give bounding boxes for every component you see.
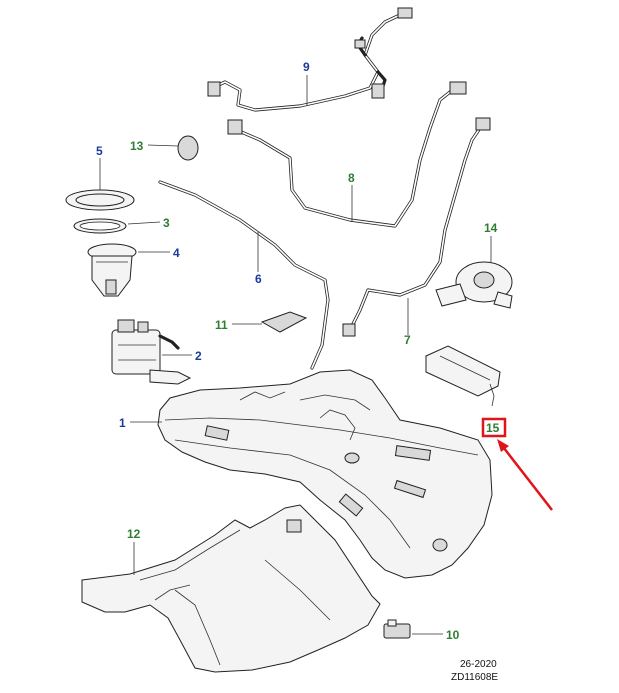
callout-8: 8 [348, 171, 355, 185]
callout-10: 10 [446, 628, 460, 642]
callout-12: 12 [127, 527, 141, 541]
callout-11: 11 [215, 318, 228, 332]
highlight-box [481, 417, 507, 438]
footer-code: ZD11608E [451, 672, 498, 683]
callout-14: 14 [484, 221, 498, 235]
highlight-arrow-shaft [499, 442, 553, 511]
cap-part [177, 135, 199, 161]
canister-part [435, 261, 513, 309]
callout-9: 9 [303, 60, 310, 74]
locking-ring-part [65, 189, 135, 211]
callout-1: 1 [119, 416, 126, 430]
seal-part [73, 218, 127, 234]
fuel-pump-module-part [87, 243, 137, 297]
callout-2: 2 [195, 349, 202, 363]
heat-shield-part [81, 504, 381, 673]
callout-6: 6 [255, 272, 262, 286]
callout-3: 3 [163, 216, 170, 230]
callout-4: 4 [173, 246, 180, 260]
highlight-annotation [481, 417, 553, 511]
clip-part [383, 619, 411, 639]
fuel-pump-assembly-part [111, 319, 192, 385]
fuel-line-7-part [342, 117, 491, 337]
callout-leaders [99, 75, 492, 635]
callout-13: 13 [130, 139, 144, 153]
footer-date: 26-2020 [460, 659, 497, 670]
fuel-tank-part [157, 369, 493, 579]
pad-part [260, 311, 308, 333]
callout-7: 7 [404, 333, 411, 347]
highlight-arrow-head [497, 439, 509, 452]
wiring-harness-part [207, 7, 413, 112]
vent-line-part [158, 180, 330, 370]
callouts: 1 2 3 4 5 6 7 8 9 10 11 12 13 14 15 [96, 60, 500, 642]
callout-5: 5 [96, 144, 103, 158]
cover-plate-part [425, 345, 501, 407]
fuel-line-part [227, 81, 467, 228]
callout-15: 15 [486, 421, 500, 435]
